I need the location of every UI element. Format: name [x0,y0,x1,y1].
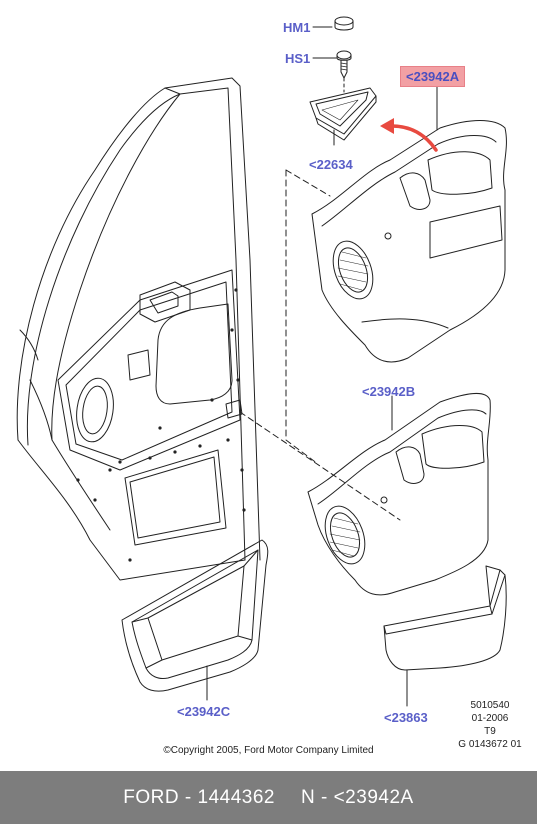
meta-line-4: G 0143672 01 [458,739,522,750]
meta-line-2: 01-2006 [471,713,509,724]
drawing-meta: 5010540 01-2006 T9 G 0143672 01 [440,699,537,751]
callout-leaders [206,26,438,707]
copyright-notice: ©Copyright 2005, Ford Motor Company Limi… [163,745,374,756]
callout-23942C: <23942C [177,704,231,719]
red-arrow-icon [380,118,438,152]
callout-hm1: HM1 [283,20,311,35]
door-bin-23863 [383,565,507,671]
cup-holder-22634 [309,87,377,141]
door-trim-lower-23942C [121,539,269,692]
door-trim-panel-23942A [311,120,507,363]
footer-bar: FORD - 1444362 N - <23942A [0,771,537,824]
leader-lines [239,169,401,521]
callout-23942A: <23942A [400,66,466,87]
hm1-cap-part [334,16,354,31]
door-trim-panel-23942B [307,393,491,596]
meta-line-1: 5010540 [470,700,510,711]
footer-reference: N - <23942A [300,786,414,808]
callout-23942B: <23942B [362,384,416,399]
door-frame [16,77,261,581]
callout-hs1: HS1 [285,51,311,66]
callout-23863: <23863 [384,710,428,725]
meta-line-3: T9 [484,726,496,737]
hs1-screw-part [336,50,352,93]
exploded-parts-diagram [16,16,507,707]
footer-part-number: FORD - 1444362 [123,786,275,808]
callout-22634: <22634 [309,157,353,172]
